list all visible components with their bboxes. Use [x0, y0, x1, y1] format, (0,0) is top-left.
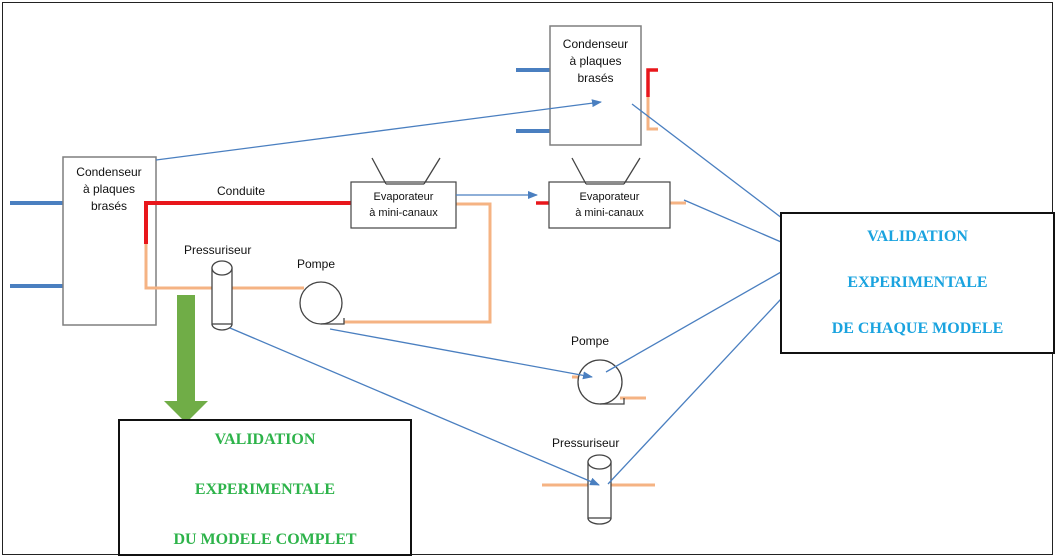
evaporator-box — [350, 181, 457, 229]
arrow-pompe-model-to-validation — [605, 263, 796, 373]
evaporator-label-line-1: Evaporateur — [373, 191, 434, 203]
validation-each-line-3: DE CHAQUE MODELE — [831, 320, 1004, 337]
condenser-box — [62, 156, 157, 326]
pompe-model-label: Pompe — [571, 334, 610, 348]
green-arrow — [164, 295, 208, 423]
validation-each-line-2: EXPERIMENTALE — [847, 274, 988, 291]
arrow-pressuriseur-to-model — [229, 327, 600, 486]
pressuriseur-label: Pressuriseur — [184, 243, 252, 257]
conduite-label: Conduite — [217, 184, 266, 198]
validation-complete-line-3: DU MODELE COMPLET — [173, 531, 357, 548]
condenser-model-label-line-2: à plaques — [569, 54, 622, 68]
complete-loop — [10, 156, 492, 331]
separate-models — [516, 25, 686, 525]
pressuriseur-cylinder — [211, 260, 233, 331]
arrow-pompe-to-model — [329, 328, 593, 380]
arrow-evaporator-model-to-validation — [683, 199, 796, 249]
condenser-model-label-line-1: Condenseur — [562, 37, 629, 51]
condenser-top-box — [549, 25, 642, 146]
validation-each-line-1: VALIDATION — [867, 228, 968, 245]
pompe-shape — [299, 281, 345, 325]
arrow-condenser-model-to-validation — [631, 103, 796, 229]
evaporator-right-fins — [571, 157, 641, 185]
validation-complete-box: VALIDATION EXPERIMENTALE DU MODELE COMPL… — [118, 419, 412, 556]
condenser-label-line-2: à plaques — [82, 182, 136, 196]
evaporator-model-label-line-1: Evaporateur — [579, 191, 640, 203]
pompe-label: Pompe — [297, 257, 336, 271]
validation-complete-line-1: VALIDATION — [214, 431, 316, 448]
condenser-label-line-1: Condenseur — [76, 165, 142, 179]
condenser-model-label-line-3: brasés — [577, 71, 614, 85]
evaporator-label-line-2: à mini-canaux — [369, 207, 438, 219]
evaporator-fins — [371, 157, 441, 185]
pressuriseur-model-label: Pressuriseur — [552, 436, 620, 450]
pompe-right-shape — [577, 359, 625, 405]
validation-each-box: VALIDATION EXPERIMENTALE DE CHAQUE MODEL… — [780, 212, 1055, 354]
arrow-pressuriseur-model-to-validation — [607, 283, 796, 485]
cold-loop-line — [144, 202, 492, 324]
arrow-condenser-to-model — [155, 99, 602, 161]
pressuriseur-right-cylinder — [587, 454, 612, 525]
condenser-top-cold-line — [646, 97, 658, 131]
condenser-top-hot-line — [646, 68, 658, 97]
condenser-label-line-3: brasés — [90, 199, 128, 213]
conduite-line — [144, 201, 358, 244]
connector-arrows — [155, 99, 796, 486]
evaporator-model-label-line-2: à mini-canaux — [575, 207, 644, 219]
evaporator-right-box — [548, 181, 671, 229]
validation-complete-line-2: EXPERIMENTALE — [194, 481, 336, 498]
